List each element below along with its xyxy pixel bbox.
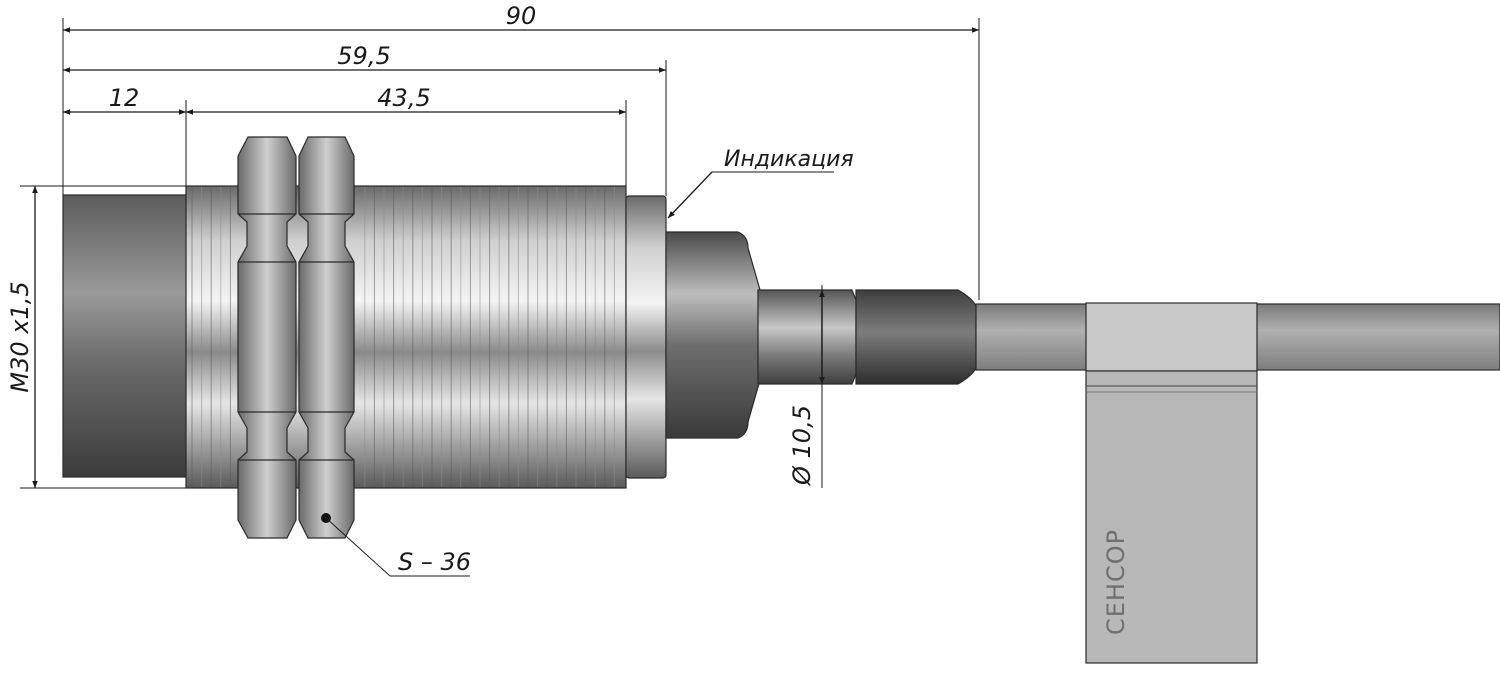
thread-spec-label: M30 x1,5	[6, 281, 34, 392]
rear-housing	[665, 231, 761, 439]
face-length-label: 12	[109, 84, 140, 112]
overall-length-label: 90	[506, 2, 537, 30]
indication-label: Индикация	[724, 147, 854, 172]
hex-nut-1	[237, 136, 297, 539]
sensing-face	[62, 194, 188, 478]
tag-band	[1085, 302, 1258, 372]
nut-leader-line	[325, 517, 391, 577]
nut-size-label: S – 36	[398, 548, 471, 576]
cable-boot	[855, 289, 977, 385]
thread-lines	[191, 187, 615, 487]
cable-tag	[1085, 370, 1258, 664]
cable-diameter-label: Ø 10,5	[788, 405, 816, 486]
thread-length-label: 43,5	[377, 84, 430, 112]
cable-neck	[757, 289, 823, 385]
neck-flare	[821, 289, 857, 385]
indication-leader-line	[667, 171, 713, 219]
rear-collar	[625, 195, 667, 479]
tag-brand-text: СЕНСОР	[1102, 529, 1130, 635]
body-length-label: 59,5	[337, 42, 390, 70]
hex-nut-2	[298, 136, 355, 539]
